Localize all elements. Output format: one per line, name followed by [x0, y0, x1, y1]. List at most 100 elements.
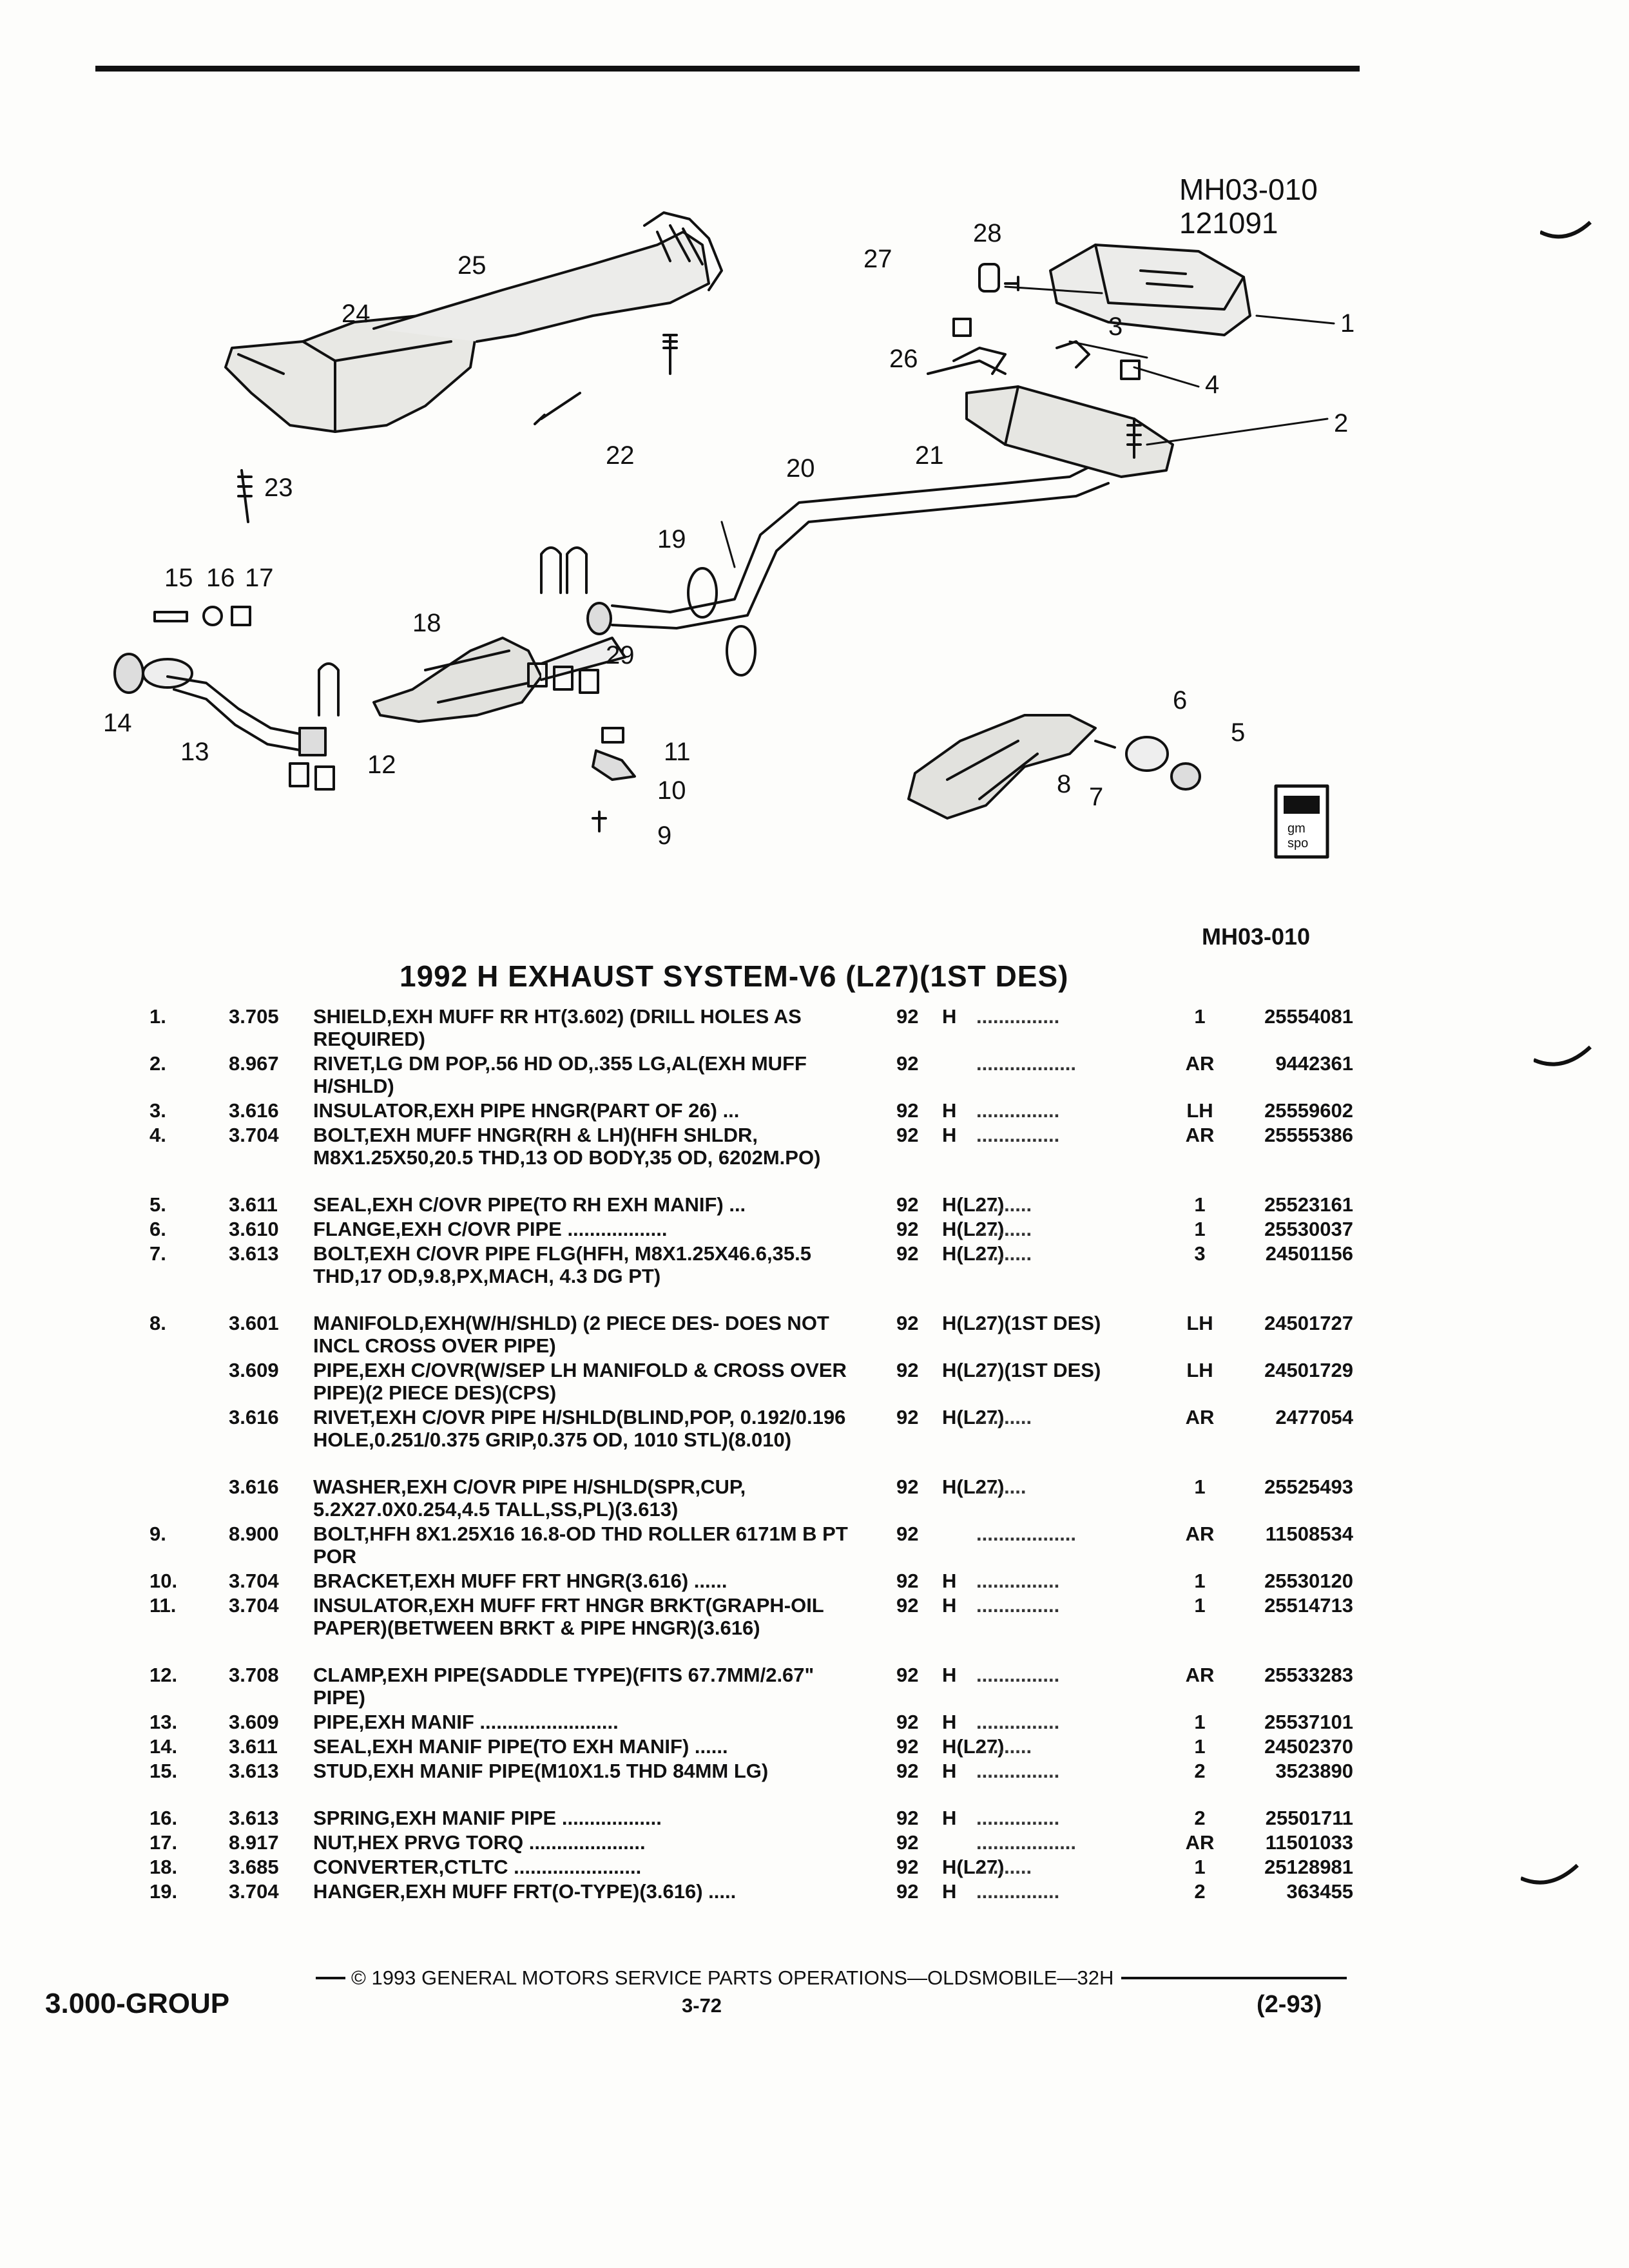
leader-dots: ..........	[976, 1242, 1032, 1265]
callout-5: 5	[1231, 718, 1245, 747]
part-detail: ,EXH C/OVR PIPE FLG(HFH, M8X1.25X46.6,35…	[313, 1242, 811, 1287]
part-name: NUT	[313, 1831, 352, 1854]
leader-dots: ..........	[976, 1218, 1032, 1240]
part-number: 25559602	[1264, 1099, 1353, 1122]
part-number: 25533283	[1264, 1664, 1353, 1686]
model-year: 92	[896, 1218, 919, 1240]
quantity: 1	[1194, 1005, 1206, 1028]
part-detail: ,EXH C/OVR PIPE H/SHLD(SPR,CUP, 5.2X27.0…	[313, 1475, 746, 1521]
model-year: 92	[896, 1570, 919, 1592]
callout-28: 28	[973, 219, 1002, 247]
leader-dots: ..................	[976, 1831, 1077, 1854]
callout-16: 16	[206, 564, 235, 592]
model-code: H	[942, 1711, 957, 1733]
callout-23: 23	[264, 474, 293, 502]
part-number: 25525493	[1264, 1475, 1353, 1498]
row-number: 14.	[149, 1735, 178, 1758]
part-detail: ,EXH(W/H/SHLD) (2 PIECE DES- DOES NOT IN…	[313, 1312, 829, 1357]
callout-14: 14	[103, 709, 132, 737]
model-year: 92	[896, 1193, 919, 1216]
row-number: 11.	[149, 1594, 177, 1617]
part-name: PIPE	[313, 1711, 359, 1733]
callout-10: 10	[657, 776, 686, 805]
catalytic-converter	[372, 637, 626, 723]
quantity: AR	[1185, 1406, 1215, 1428]
part-description: SHIELD,EXH MUFF RR HT(3.602) (DRILL HOLE…	[313, 1005, 867, 1050]
model-year: 92	[896, 1594, 919, 1617]
part-description: CONVERTER,CTLTC .......................	[313, 1856, 867, 1878]
row-number: 17.	[149, 1831, 178, 1854]
group-number: 3.613	[229, 1242, 279, 1265]
part-description: PIPE,EXH C/OVR(W/SEP LH MANIFOLD & CROSS…	[313, 1359, 867, 1404]
leader-dots: ...............	[976, 1124, 1060, 1146]
part-detail: ,EXH PIPE HNGR(PART OF 26) ...	[427, 1099, 740, 1122]
callout-20: 20	[786, 454, 815, 483]
part-number: 11508534	[1265, 1523, 1353, 1545]
part-name: SHIELD	[313, 1005, 387, 1028]
part-detail: ,HEX PRVG TORQ .....................	[352, 1831, 646, 1854]
part-number: 3523890	[1275, 1760, 1353, 1782]
part-name: STUD	[313, 1760, 368, 1782]
callout-11: 11	[664, 738, 691, 766]
part-detail: ,EXH MUFF FRT(O-TYPE)(3.616) .....	[400, 1880, 737, 1903]
part-detail: ,EXH MUFF FRT HNGR BRKT(GRAPH-OIL PAPER)…	[313, 1594, 824, 1639]
model-year: 92	[896, 1831, 919, 1854]
model-code: H(L27)	[942, 1475, 1005, 1498]
leader-dots: ..................	[976, 1052, 1077, 1075]
model-year: 92	[896, 1711, 919, 1733]
part-number: 25554081	[1264, 1005, 1353, 1028]
gm-spo-logo: gm spo	[1274, 784, 1329, 859]
svg-text:gm: gm	[1287, 822, 1306, 836]
part-description: MANIFOLD,EXH(W/H/SHLD) (2 PIECE DES- DOE…	[313, 1312, 867, 1357]
callout-18: 18	[412, 609, 441, 637]
row-number: 8.	[149, 1312, 166, 1334]
row-number: 2.	[149, 1052, 166, 1075]
part-description: BOLT,EXH MUFF HNGR(RH & LH)(HFH SHLDR, M…	[313, 1124, 867, 1169]
model-year: 92	[896, 1099, 919, 1122]
callout-19: 19	[657, 525, 686, 553]
crossover-manifold	[907, 714, 1201, 820]
quantity: 2	[1194, 1760, 1206, 1782]
part-number: 9442361	[1275, 1052, 1353, 1075]
part-name: CLAMP	[313, 1664, 382, 1686]
part-number: 25537101	[1264, 1711, 1353, 1733]
leader-dots: ...............	[976, 1570, 1060, 1592]
callout-26: 26	[889, 345, 918, 373]
quantity: AR	[1185, 1664, 1215, 1686]
leader-dots: ..........	[976, 1406, 1032, 1428]
part-detail: ,EXH MANIF PIPE(TO EXH MANIF) ......	[366, 1735, 728, 1758]
footer-group: 3.000-GROUP	[45, 1988, 230, 2019]
callout-27: 27	[863, 245, 892, 273]
leader-dots: ...............	[976, 1760, 1060, 1782]
part-name: BOLT	[313, 1124, 364, 1146]
leader-dots: ...............	[976, 1711, 1060, 1733]
group-number: 3.704	[229, 1124, 279, 1146]
group-number: 3.616	[229, 1475, 279, 1498]
group-number: 8.900	[229, 1523, 279, 1545]
part-detail: ,EXH C/OVR PIPE(TO RH EXH MANIF) ...	[366, 1193, 746, 1216]
model-code: H(L27)(1ST DES)	[942, 1359, 1101, 1381]
footer-page-number: 3-72	[682, 1994, 722, 2017]
group-number: 3.613	[229, 1807, 279, 1829]
quantity: LH	[1186, 1312, 1213, 1334]
part-number: 24501727	[1264, 1312, 1353, 1334]
quantity: 3	[1194, 1242, 1206, 1265]
footer-date: (2-93)	[1257, 1991, 1322, 2018]
model-code: H	[942, 1594, 957, 1617]
part-detail: ,EXH MANIF PIPE ..................	[389, 1807, 662, 1829]
group-number: 3.708	[229, 1664, 279, 1686]
scan-mark-bottom	[1521, 1863, 1579, 1885]
hanger-parts	[952, 263, 1142, 459]
group-number: 8.917	[229, 1831, 279, 1854]
part-number: 25530037	[1264, 1218, 1353, 1240]
part-number: 25514713	[1264, 1594, 1353, 1617]
page-title: 1992 H EXHAUST SYSTEM-V6 (L27)(1ST DES)	[400, 959, 1069, 993]
row-number: 13.	[149, 1711, 178, 1733]
model-year: 92	[896, 1664, 919, 1686]
leader-dots: ...............	[976, 1099, 1060, 1122]
part-name: BRACKET	[313, 1570, 409, 1592]
part-description: INSULATOR,EXH PIPE HNGR(PART OF 26) ...	[313, 1099, 867, 1122]
leader-dots: ...............	[976, 1880, 1060, 1903]
group-number: 3.616	[229, 1406, 279, 1428]
part-name: CONVERTER	[313, 1856, 439, 1878]
